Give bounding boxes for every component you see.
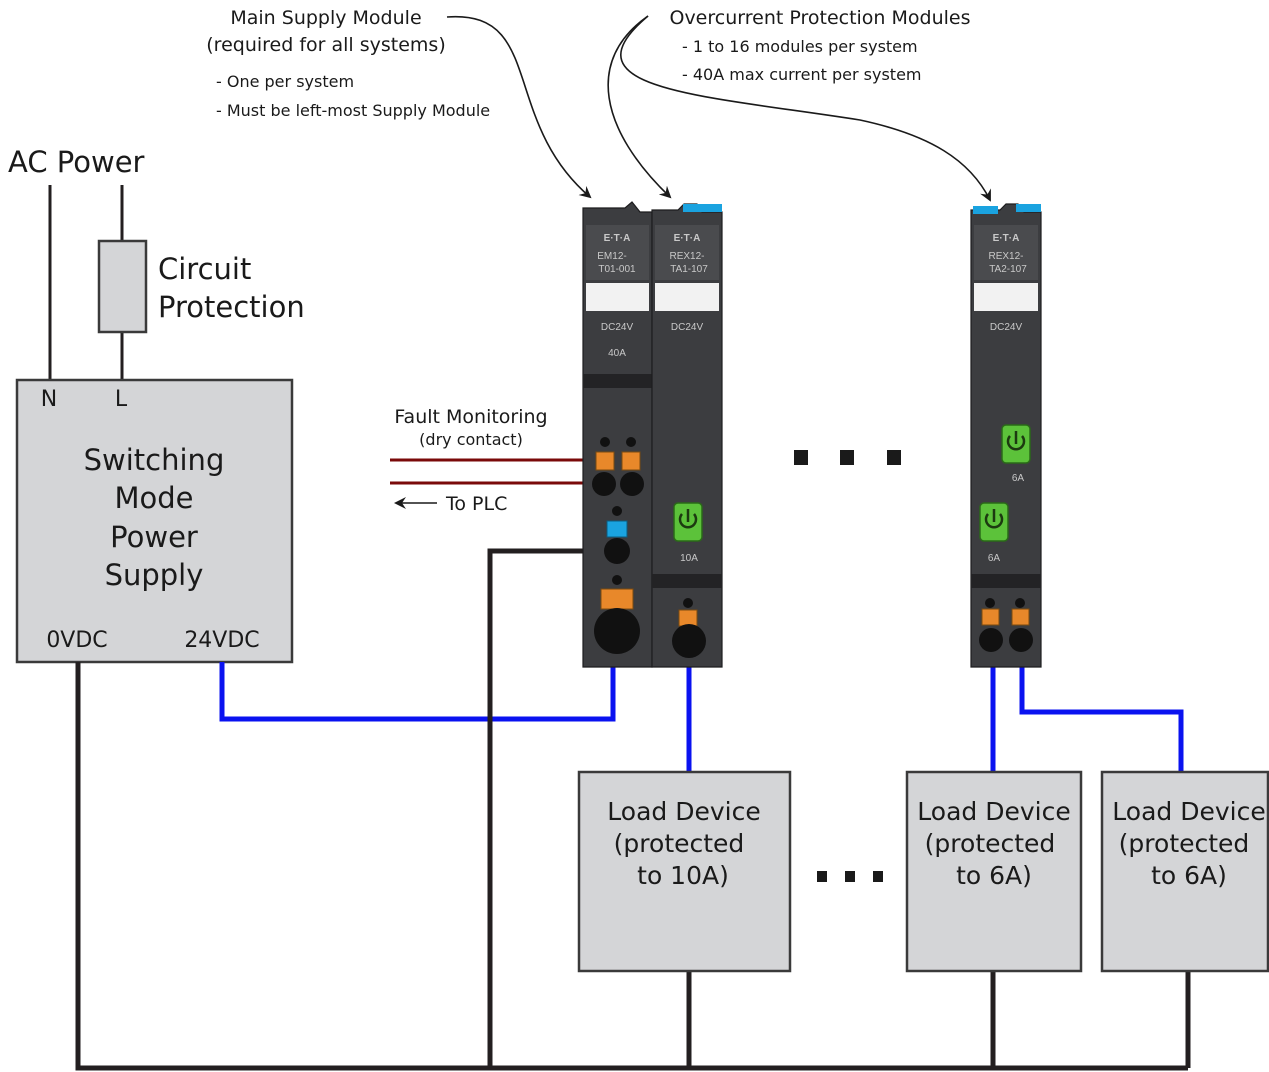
rex-6a-terminal-1: [981, 608, 1000, 626]
load-3-line-1: Load Device: [1112, 797, 1265, 826]
rex-6a-brand-label: E·T·A: [993, 233, 1020, 244]
em12-label-strip: [586, 283, 649, 311]
main-supply-bullet-1: - One per system: [216, 72, 354, 91]
modules-ellipsis: [794, 450, 901, 465]
load-3-line-2: (protected: [1119, 829, 1250, 858]
rex-6a-accent-left: [973, 206, 998, 214]
rex-6a-accent-right: [1016, 204, 1041, 212]
supply-24v-wire: [219, 645, 616, 722]
return-bus-wire: [75, 662, 1188, 1071]
rex-10a-model-line-1: REX12-: [669, 251, 704, 262]
to-plc-label: To PLC: [445, 493, 507, 515]
terminal-neutral-label: N: [41, 387, 57, 412]
rex-10a-accent: [683, 204, 722, 212]
power-supply-line-2: Mode: [114, 481, 193, 515]
rex-6a-module: E·T·A REX12- TA2-107 DC24V 6A 6A: [970, 203, 1042, 668]
em12-fault-terminal-2: [621, 451, 641, 471]
power-supply-line-1: Switching: [84, 443, 225, 477]
overcurrent-title: Overcurrent Protection Modules: [669, 7, 970, 29]
main-supply-arrow: [446, 16, 592, 199]
em12-voltage: DC24V: [601, 322, 634, 333]
load-2-line-2: (protected: [925, 829, 1056, 858]
circuit-protection-fuse: [97, 239, 148, 334]
load-device-1: Load Device (protected to 10A): [577, 770, 792, 973]
rex-6a-power-icon-lower: [984, 509, 1004, 529]
em12-signal-terminal: [606, 520, 628, 538]
em12-fault-terminal-1: [595, 451, 615, 471]
fault-monitoring-title: Fault Monitoring: [394, 406, 547, 428]
load-1-line-2: (protected: [614, 829, 745, 858]
load-3-line-3: to 6A): [1151, 861, 1227, 890]
rex-6a-label-strip: [974, 283, 1038, 311]
rex-6a-model-line-2: TA2-107: [989, 264, 1027, 275]
rex-6a-model-line-1: REX12-: [988, 251, 1023, 262]
rex-10a-model-line-2: TA1-107: [670, 264, 708, 275]
rex-10a-label-strip: [655, 283, 719, 311]
load-device-3: Load Device (protected to 6A): [1100, 770, 1269, 973]
em12-current: 40A: [608, 348, 626, 359]
main-supply-module: E·T·A EM12- T01-001 DC24V 40A: [582, 201, 653, 668]
rex-10a-brand-label: E·T·A: [674, 233, 701, 244]
loads-ellipsis: [817, 871, 883, 882]
rex-6a-voltage: DC24V: [990, 322, 1023, 333]
main-supply-title: Main Supply Module: [230, 7, 421, 29]
em12-brand-label: E·T·A: [604, 233, 631, 244]
em12-model-line-1: EM12-: [597, 251, 626, 262]
rex-6a-terminal-2: [1011, 608, 1030, 626]
load-1-line-3: to 10A): [637, 861, 729, 890]
terminal-line-label: L: [115, 387, 128, 412]
power-supply-line-4: Supply: [105, 558, 204, 592]
em12-model-line-2: T01-001: [598, 264, 636, 275]
rex-10a-rating: 10A: [680, 553, 698, 564]
overcurrent-arrow-2: [620, 15, 991, 202]
rex-6a-rating-upper: 6A: [1012, 473, 1025, 484]
ac-power-label: AC Power: [8, 145, 145, 179]
rex-10a-module: E·T·A REX12- TA1-107 DC24V 10A: [651, 203, 723, 668]
overcurrent-bullet-2: - 40A max current per system: [682, 65, 922, 84]
power-supply-box: [15, 378, 294, 664]
rex-6a-rating-lower: 6A: [988, 553, 1001, 564]
load-1-line-1: Load Device: [607, 797, 760, 826]
circuit-protection-line-1: Circuit: [158, 252, 251, 286]
circuit-protection-line-2: Protection: [158, 290, 305, 324]
main-supply-bullet-2: - Must be left-most Supply Module: [216, 101, 490, 120]
rex-10a-terminal: [678, 609, 698, 627]
fault-monitoring-subtitle: (dry contact): [419, 430, 523, 449]
overcurrent-bullet-1: - 1 to 16 modules per system: [682, 37, 918, 56]
rex-10a-voltage: DC24V: [671, 322, 704, 333]
terminal-0vdc-label: 0VDC: [46, 628, 107, 653]
load-2-line-1: Load Device: [917, 797, 1070, 826]
rex-10a-power-icon: [678, 509, 698, 529]
power-supply-line-3: Power: [110, 520, 198, 554]
module-0v-wire: [487, 548, 614, 1068]
load-2-line-3: to 6A): [956, 861, 1032, 890]
em12-power-terminal: [600, 588, 634, 610]
terminal-24vdc-label: 24VDC: [184, 628, 259, 653]
load-6a-feed-wire-2: [1019, 645, 1184, 772]
rex-6a-power-icon-upper: [1006, 431, 1026, 451]
main-supply-subtitle: (required for all systems): [206, 34, 445, 56]
overcurrent-arrow-1: [607, 15, 672, 199]
load-device-2: Load Device (protected to 6A): [905, 770, 1083, 973]
